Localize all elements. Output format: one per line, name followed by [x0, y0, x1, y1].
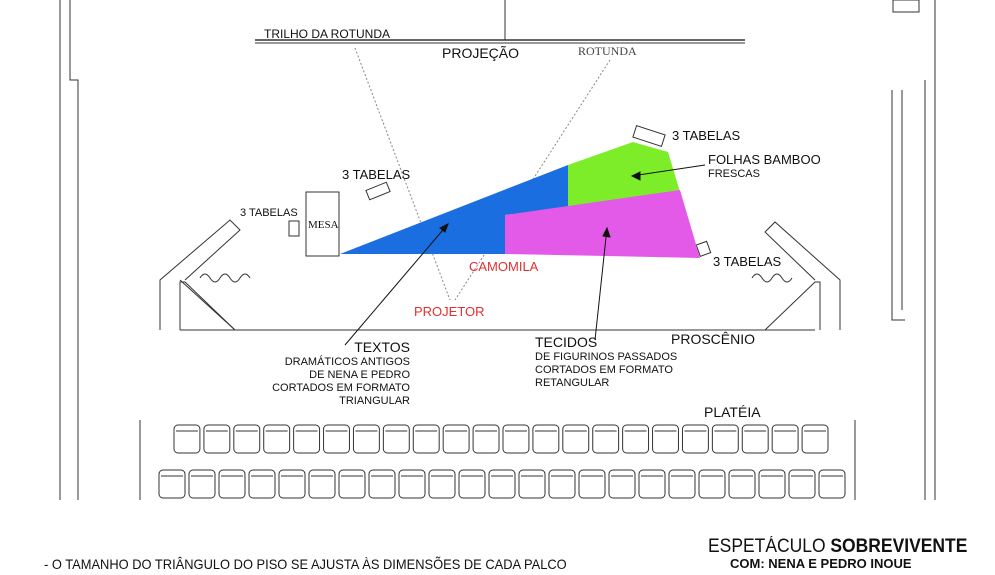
folhas-title: FOLHAS BAMBOO: [708, 152, 821, 167]
seat: [352, 424, 380, 454]
seat: [458, 469, 486, 499]
tecidos-note: TECIDOS DE FIGURINOS PASSADOS CORTADOS E…: [535, 335, 677, 390]
seat: [428, 469, 456, 499]
seat: [578, 469, 606, 499]
footer-note: - O TAMANHO DO TRIÂNGULO DO PISO SE AJUS…: [44, 556, 567, 572]
seat: [323, 424, 350, 454]
seat: [758, 469, 786, 499]
seat: [668, 469, 696, 499]
tecidos-line: RETANGULAR: [535, 377, 610, 389]
seat: [562, 424, 590, 454]
mesa-label: MESA: [308, 219, 339, 231]
projetor-label: PROJETOR: [414, 304, 485, 319]
curtain-left-icon: [199, 273, 251, 283]
seat: [711, 424, 739, 454]
show-title: ESPETÁCULO SOBREVIVENTE: [708, 537, 967, 556]
seat: [293, 424, 321, 454]
seat: [771, 424, 799, 454]
seat: [472, 424, 500, 454]
seat: [398, 469, 426, 499]
seating-area: [158, 424, 846, 499]
tecidos-title: TECIDOS: [535, 334, 598, 350]
seat: [502, 424, 530, 454]
seat: [698, 469, 726, 499]
camomila-label: CAMOMILA: [469, 259, 539, 274]
textos-line: TRIANGULAR: [339, 395, 410, 407]
seat: [801, 424, 829, 454]
seat: [412, 424, 440, 454]
seat: [173, 424, 201, 454]
seat: [788, 469, 816, 499]
triangle-folhas-area: [568, 142, 680, 208]
seat: [681, 424, 709, 454]
proscenio-label: PROSCÊNIO: [671, 331, 756, 347]
curtain-right-icon: [751, 273, 793, 283]
seat: [218, 469, 246, 499]
seat: [442, 424, 470, 454]
seat: [608, 469, 636, 499]
seat: [652, 424, 679, 454]
seat: [622, 424, 650, 454]
rotunda-label: ROTUNDA: [578, 44, 637, 58]
seat: [263, 424, 291, 454]
tecidos-line: CORTADOS EM FORMATO: [535, 364, 673, 376]
projecao-label: PROJEÇÃO: [442, 45, 520, 61]
seat: [548, 469, 576, 499]
show-title-bold: SOBREVIVENTE: [830, 536, 968, 557]
seat: [818, 469, 846, 499]
triangle-textos-area: [340, 165, 568, 254]
seat: [233, 424, 261, 454]
trilho-label: TRILHO DA ROTUNDA: [264, 27, 391, 41]
seat: [248, 469, 276, 499]
tabelas-label: 3 TABELAS: [672, 128, 741, 143]
tabelas-label: 3 TABELAS: [713, 254, 782, 269]
textos-note: TEXTOS DRAMÁTICOS ANTIGOS DE NENA E PEDR…: [260, 340, 410, 408]
seat: [532, 424, 560, 454]
left-wall: [69, 0, 79, 500]
tecidos-line: DE FIGURINOS PASSADOS: [535, 351, 678, 363]
folhas-sub: FRESCAS: [708, 168, 760, 180]
seat: [592, 424, 620, 454]
seat: [638, 469, 666, 499]
textos-line: DE NENA E PEDRO: [309, 369, 410, 381]
mesa-table: [305, 191, 340, 257]
seat: [308, 469, 336, 499]
show-title-prefix: ESPETÁCULO: [708, 536, 831, 557]
textos-line: CORTADOS EM FORMATO: [272, 382, 410, 394]
seat: [488, 469, 516, 499]
seat: [188, 469, 216, 499]
tabelas-label: 3 TABELAS: [240, 207, 298, 219]
plateia-label: PLATÉIA: [704, 404, 761, 420]
seat: [382, 424, 410, 454]
textos-line: DRAMÁTICOS ANTIGOS: [284, 356, 410, 368]
seat: [741, 424, 769, 454]
seat: [278, 469, 306, 499]
seat: [338, 469, 366, 499]
seat: [368, 469, 396, 499]
seat: [158, 469, 186, 499]
triangle-tecidos-area: [505, 190, 700, 258]
show-credits: COM: NENA E PEDRO INOUE: [730, 556, 912, 571]
seat: [203, 424, 231, 454]
tabelas-label: 3 TABELAS: [342, 167, 411, 182]
seat: [728, 469, 756, 499]
seat: [518, 469, 546, 499]
textos-title: TEXTOS: [354, 339, 410, 355]
